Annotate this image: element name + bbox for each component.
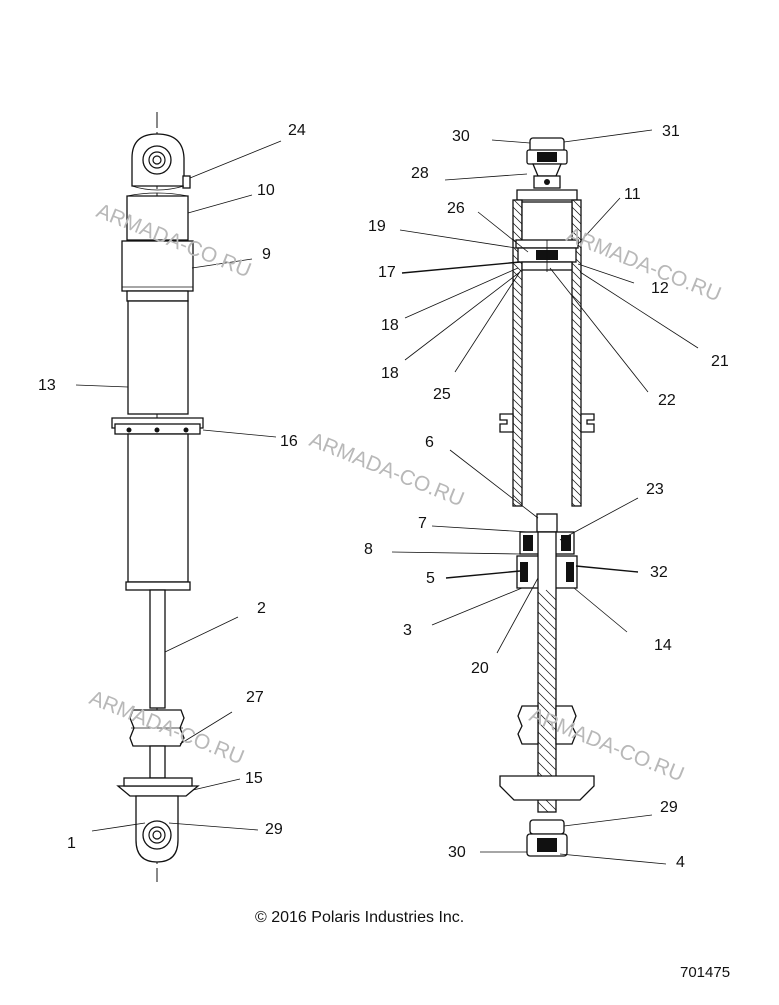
- callout-2: 2: [257, 600, 266, 617]
- callout-14: 14: [654, 637, 672, 654]
- callout-1: 1: [67, 835, 76, 852]
- watermark-2: ARMADA-CO.RU: [563, 223, 724, 306]
- spring-adjuster: [121, 240, 194, 292]
- callout-30-bottom: 30: [448, 844, 466, 861]
- callout-10: 10: [257, 182, 275, 199]
- callout-20: 20: [471, 660, 489, 677]
- shaft: [149, 589, 166, 709]
- shock-body-lower: [127, 433, 189, 583]
- callout-22: 22: [658, 392, 676, 409]
- copyright-text: © 2016 Polaris Industries Inc.: [255, 909, 464, 926]
- top-eye-bushing: [142, 145, 172, 175]
- callout-30-top: 30: [452, 128, 470, 145]
- callout-12: 12: [651, 280, 669, 297]
- bottom-bushing: [529, 819, 565, 835]
- callout-15: 15: [245, 770, 263, 787]
- section-bumper-right: [555, 705, 577, 745]
- section-shock-view: [499, 137, 595, 857]
- callout-27: 27: [246, 689, 264, 706]
- collar-right: [580, 413, 595, 433]
- external-shock-view: [111, 112, 204, 882]
- reservoir-fitting: [182, 175, 191, 189]
- callout-29-right: 29: [660, 799, 678, 816]
- callout-23: 23: [646, 481, 664, 498]
- leader-lines: [75, 129, 699, 865]
- cylinder-wall-left: [512, 199, 523, 507]
- callout-31: 31: [662, 123, 680, 140]
- callout-8: 8: [364, 541, 373, 558]
- callout-32: 32: [650, 564, 668, 581]
- callout-11: 11: [624, 186, 641, 203]
- callout-4: 4: [676, 854, 685, 871]
- watermark-3: ARMADA-CO.RU: [306, 428, 467, 511]
- bottom-eye-bushing: [142, 820, 172, 850]
- callout-24: 24: [288, 122, 306, 139]
- callout-26: 26: [447, 200, 465, 217]
- part-number: 701475: [680, 964, 730, 981]
- callout-21: 21: [711, 353, 729, 370]
- callout-29-left: 29: [265, 821, 283, 838]
- piston-nut: [536, 513, 558, 533]
- callout-7: 7: [418, 515, 427, 532]
- callout-18-b: 18: [381, 365, 399, 382]
- cylinder-wall-right: [571, 199, 582, 507]
- callout-17: 17: [378, 264, 396, 281]
- callout-16: 16: [280, 433, 298, 450]
- callouts: 24 10 9 13 16 2 27 15 1 29 30 31 28 11 2…: [38, 122, 729, 871]
- callout-9: 9: [262, 246, 271, 263]
- bottom-cup: [116, 785, 200, 797]
- section-bottom-cup: [499, 775, 595, 801]
- watermark-4: ARMADA-CO.RU: [86, 686, 247, 769]
- callout-28: 28: [411, 165, 429, 182]
- section-shaft: [537, 531, 557, 813]
- body-cap: [126, 195, 189, 241]
- section-bumper-left: [517, 705, 539, 745]
- callout-18-a: 18: [381, 317, 399, 334]
- shock-body-upper: [127, 300, 189, 415]
- callout-19: 19: [368, 218, 386, 235]
- callout-25: 25: [433, 386, 451, 403]
- collar-left: [499, 413, 514, 433]
- callout-6: 6: [425, 434, 434, 451]
- callout-3: 3: [403, 622, 412, 639]
- callout-13: 13: [38, 377, 56, 394]
- callout-5: 5: [426, 570, 435, 587]
